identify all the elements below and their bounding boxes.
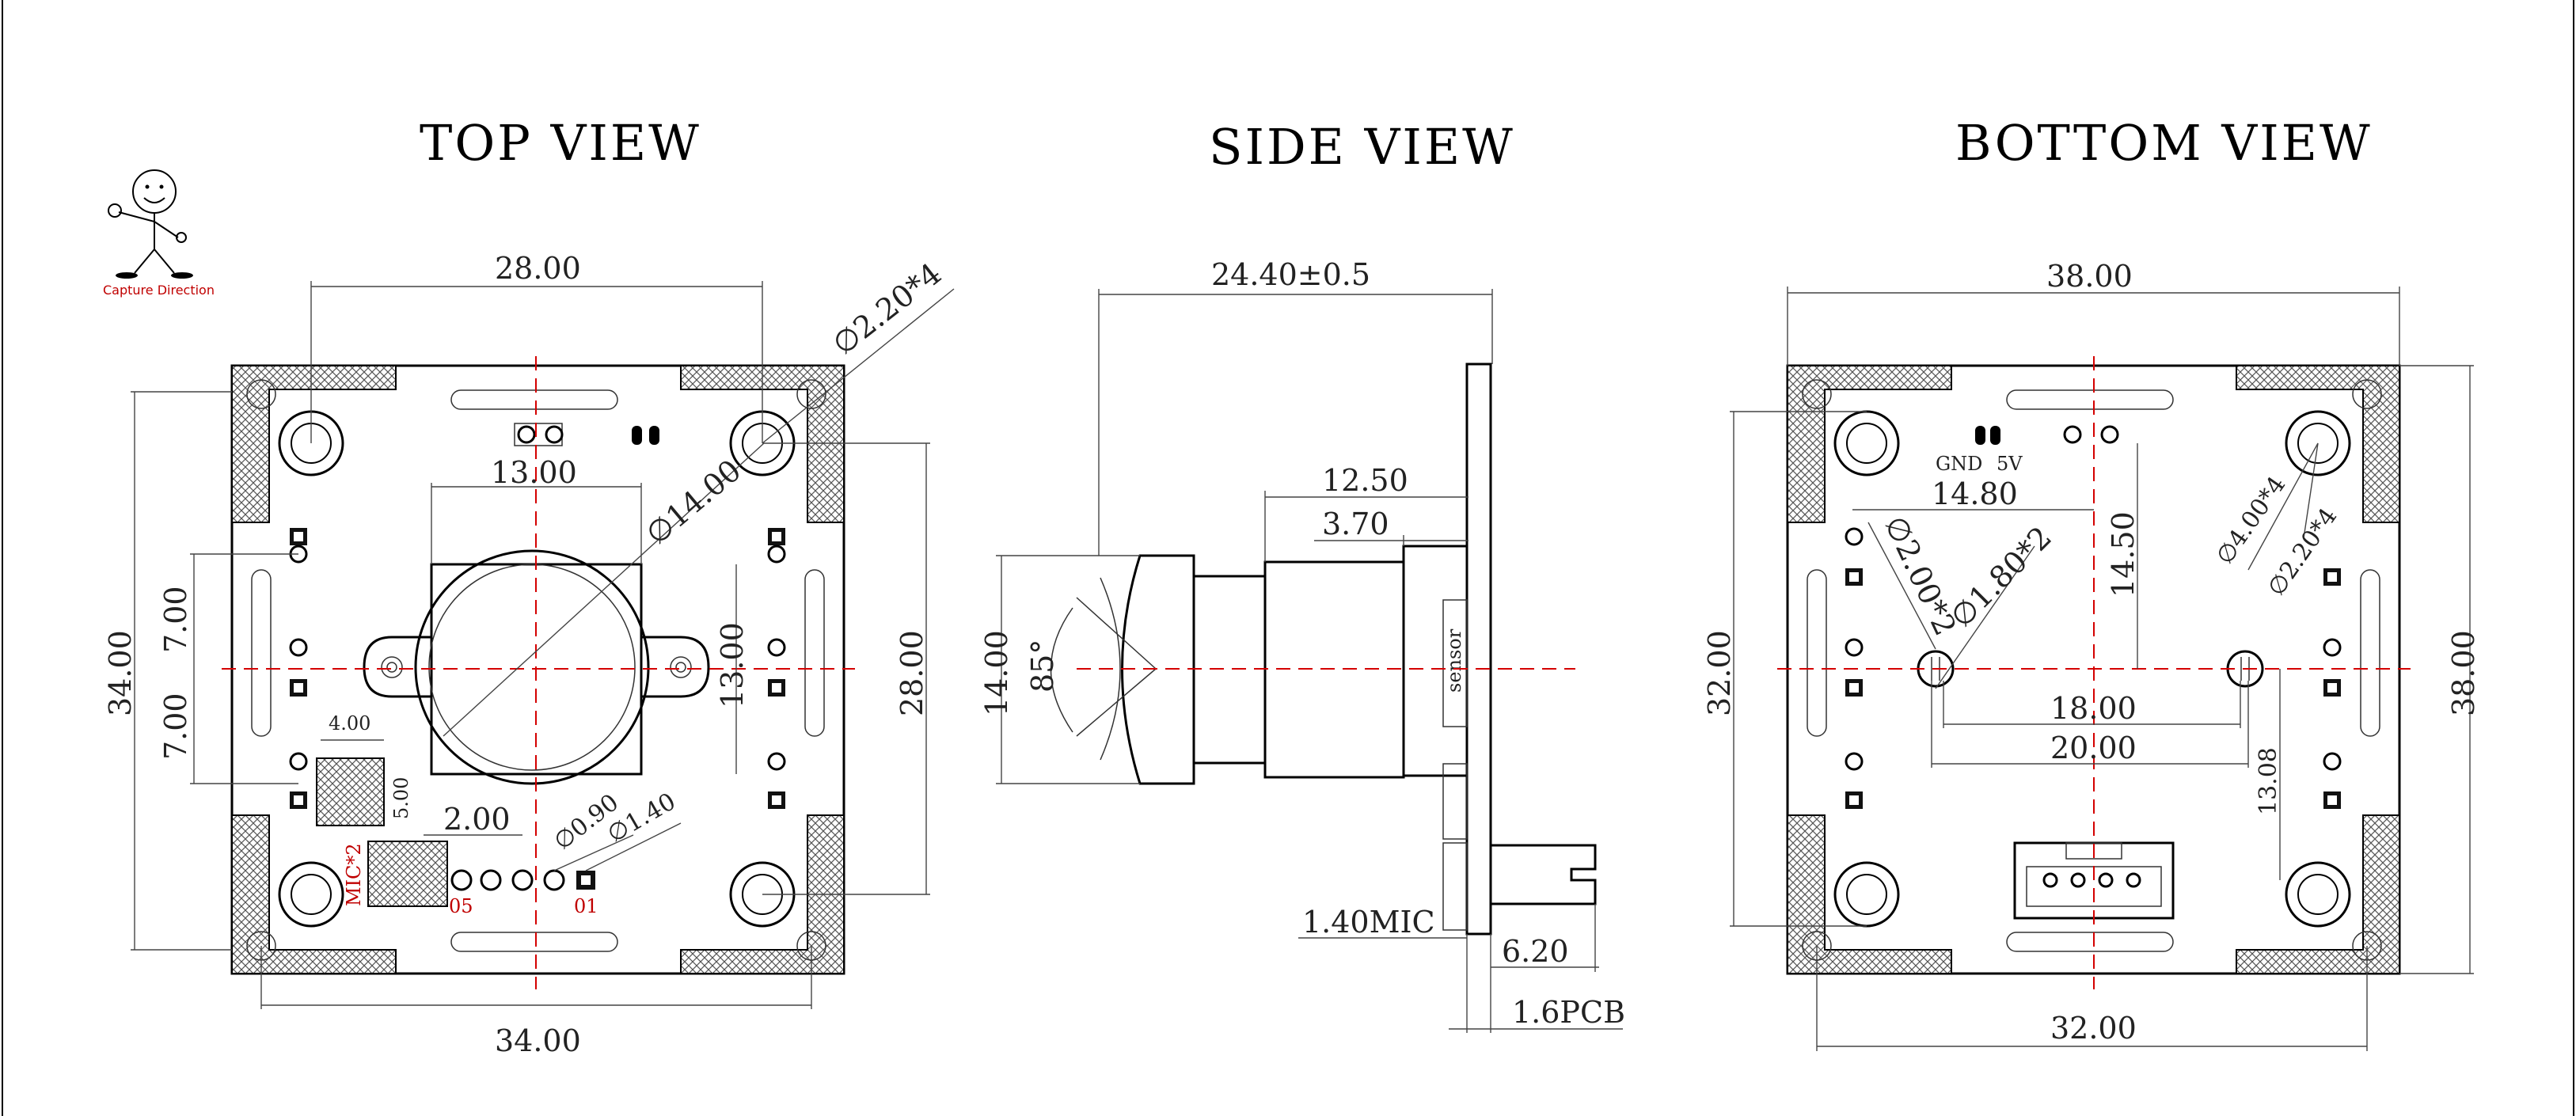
top-connector-pins (450, 869, 595, 891)
top-lens-inner (428, 564, 636, 771)
side-sensor-label: sensor (1443, 628, 1465, 693)
side-mic-2 (1442, 842, 1468, 931)
side-connector (1489, 844, 1597, 905)
top-dim-width-holes: 28.00 (495, 251, 581, 286)
bottom-dim-offset-x: 14.80 (1932, 476, 2018, 511)
bottom-dim-offset-y: 14.50 (2106, 511, 2141, 598)
top-pin-first-label: 05 (449, 895, 473, 917)
top-pads-right (767, 528, 786, 809)
bottom-slot-left (1807, 569, 1827, 737)
side-mic (1442, 763, 1468, 840)
side-dim-barrel-length: 12.50 (1322, 463, 1408, 498)
top-view-title: TOP VIEW (420, 114, 701, 172)
bottom-slot-top (2006, 389, 2174, 410)
bottom-dim-width-total: 38.00 (2046, 259, 2133, 294)
top-mic-2 (367, 841, 448, 907)
bottom-gnd-label: GND (1936, 453, 1982, 475)
top-components (514, 423, 659, 446)
bottom-mount-hole-br (2285, 861, 2382, 961)
top-dim-width-total: 34.00 (495, 1023, 581, 1058)
top-corner-hatch-bl (231, 814, 397, 974)
side-dim-pcb-thickness: 1.6PCB (1512, 995, 1625, 1030)
side-view: sensor 24.40±0.5 12.50 3.70 14.00 85° 1.… (979, 257, 1625, 1033)
top-mic-label: MIC*2 (343, 843, 365, 906)
side-dim-mic-height: 1.40MIC (1302, 905, 1435, 939)
top-pin-last-label: 01 (574, 895, 598, 917)
bottom-view-title: BOTTOM VIEW (1955, 114, 2373, 172)
capture-direction-label: Capture Direction (103, 283, 215, 298)
top-slot-left (251, 569, 272, 737)
bottom-dim-slot-spacing-inner: 18.00 (2050, 691, 2137, 726)
top-slot-bottom (450, 932, 618, 952)
bottom-connector (2013, 841, 2175, 920)
top-dim-upper-half: 7.00 (158, 586, 193, 653)
bottom-slot-right (2360, 569, 2380, 737)
bottom-mount-hole-bl (1802, 861, 1900, 961)
bottom-dim-slot-to-connector: 13.08 (2255, 747, 2282, 815)
side-pcb (1465, 363, 1492, 936)
top-dim-pin-pad: ∅1.40 (603, 788, 681, 848)
side-dim-holder-length: 3.70 (1322, 507, 1389, 541)
top-dim-lower-half: 7.00 (158, 693, 193, 760)
side-dim-connector-height: 6.20 (1502, 934, 1569, 969)
bottom-slot-bottom (2006, 932, 2174, 952)
top-lens-ear-right (641, 636, 710, 698)
bottom-pads-left (1845, 527, 1864, 809)
bottom-dim-hole-large: ∅4.00*4 (2211, 471, 2292, 569)
side-dim-total-length: 24.40±0.5 (1211, 257, 1370, 292)
top-dim-lens-height: 13.00 (715, 622, 750, 708)
bottom-dim-height-holes: 32.00 (1702, 630, 1737, 716)
top-dim-height-holes: 28.00 (895, 630, 929, 716)
side-view-title: SIDE VIEW (1209, 118, 1515, 176)
bottom-dim-width-holes: 32.00 (2050, 1011, 2137, 1046)
side-dim-view-angle: 85° (1025, 640, 1060, 693)
bottom-dim-slot-drill: ∅1.80*2 (1943, 519, 2058, 634)
side-sensor (1442, 599, 1468, 727)
top-dim-lens-width: 13.00 (491, 455, 577, 490)
bottom-dim-slot-spacing-outer: 20.00 (2050, 731, 2137, 765)
top-dim-pin-pitch: 2.00 (443, 802, 511, 837)
capture-direction-icon (108, 169, 193, 279)
bottom-dim-hole-small: ∅2.20*4 (2263, 503, 2343, 601)
top-mic-1 (316, 757, 385, 826)
bottom-corner-hatch-br (2236, 814, 2400, 974)
top-corner-hatch-tl (231, 365, 397, 523)
top-dim-height-total: 34.00 (103, 630, 138, 716)
top-view: 28.00 ∅2.20*4 13.00 ∅14.00 34.00 7.00 7.… (103, 251, 955, 1058)
side-dim-lens-diameter: 14.00 (979, 630, 1014, 716)
bottom-mount-hole-tl (1802, 379, 1900, 476)
bottom-5v-label: 5V (1997, 453, 2023, 475)
bottom-power-pads (1975, 425, 2119, 445)
top-mount-hole-bl (246, 861, 344, 961)
bottom-view: GND 5V (1702, 259, 2481, 1051)
top-lens-ear-left (363, 636, 431, 698)
bottom-corner-hatch-bl (1787, 814, 1952, 974)
bottom-pads-right (2323, 568, 2342, 809)
top-lens-circle (414, 549, 650, 785)
top-corner-hatch-tr (680, 365, 845, 523)
top-dim-mic-height: 5.00 (390, 777, 412, 819)
top-pads-left (289, 528, 308, 809)
top-slot-top (450, 389, 618, 410)
top-dim-mic-width: 4.00 (329, 712, 370, 735)
top-dim-lens-circle: ∅14.00 (640, 453, 748, 552)
bottom-corner-hatch-tl (1787, 365, 1952, 523)
bottom-dim-height-total: 38.00 (2446, 630, 2481, 716)
top-slot-right (804, 569, 825, 737)
